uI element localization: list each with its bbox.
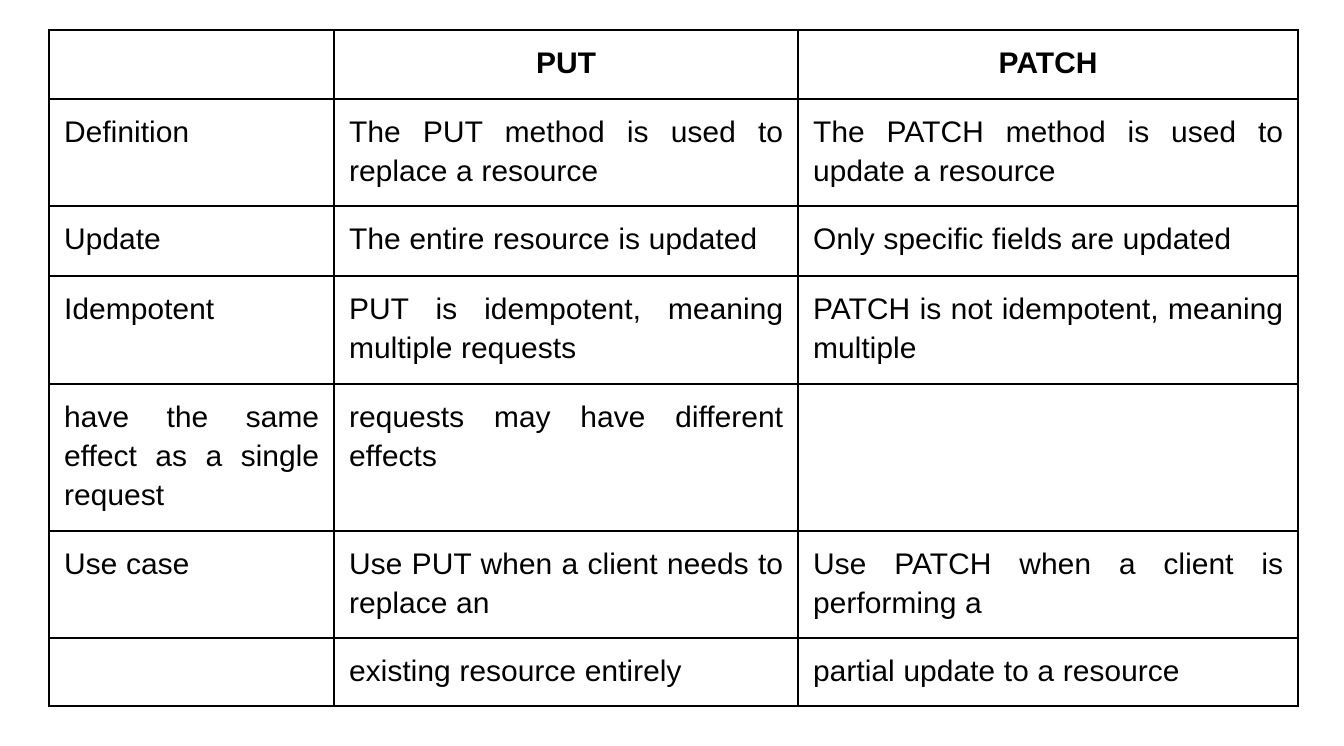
- corner-header-cell: [48, 29, 335, 100]
- patch-column-header: PATCH: [797, 29, 1299, 100]
- use-case-patch-cell: Use PATCH when a client is performing a: [797, 530, 1299, 639]
- table-row-use-case: Use case Use PUT when a client needs to …: [48, 530, 1299, 639]
- table-row-use-case-continued: existing resource entirely partial updat…: [48, 637, 1299, 707]
- use-case-continued-patch-cell: partial update to a resource: [797, 637, 1299, 707]
- update-patch-cell: Only specific fields are updated: [797, 205, 1299, 277]
- use-case-put-cell: Use PUT when a client needs to replace a…: [333, 530, 799, 639]
- use-case-continued-put-cell: existing resource entirely: [333, 637, 799, 707]
- update-put-cell: The entire resource is updated: [333, 205, 799, 277]
- table-row-idempotent-continued: have the same effect as a single request…: [48, 383, 1299, 532]
- idempotent-put-cell: PUT is idempotent, meaning multiple requ…: [333, 275, 799, 385]
- idempotent-continued-put-cell: requests may have different effects: [333, 383, 799, 532]
- row-label-use-case: Use case: [48, 530, 335, 639]
- row-label-definition: Definition: [48, 98, 335, 207]
- row-label-update: Update: [48, 205, 335, 277]
- row-label-use-case-continued: [48, 637, 335, 707]
- table-row-idempotent: Idempotent PUT is idempotent, meaning mu…: [48, 275, 1299, 385]
- put-vs-patch-comparison-table: PUT PATCH Definition The PUT method is u…: [48, 29, 1299, 707]
- put-column-header: PUT: [333, 29, 799, 100]
- row-label-idempotent: Idempotent: [48, 275, 335, 385]
- table-row-update: Update The entire resource is updated On…: [48, 205, 1299, 277]
- idempotent-patch-cell: PATCH is not idempotent, meaning multipl…: [797, 275, 1299, 385]
- idempotent-continued-patch-cell: [797, 383, 1299, 532]
- row-label-idempotent-continued: have the same effect as a single request: [48, 383, 335, 532]
- table-row-definition: Definition The PUT method is used to rep…: [48, 98, 1299, 207]
- definition-patch-cell: The PATCH method is used to update a res…: [797, 98, 1299, 207]
- table-header-row: PUT PATCH: [48, 29, 1299, 100]
- definition-put-cell: The PUT method is used to replace a reso…: [333, 98, 799, 207]
